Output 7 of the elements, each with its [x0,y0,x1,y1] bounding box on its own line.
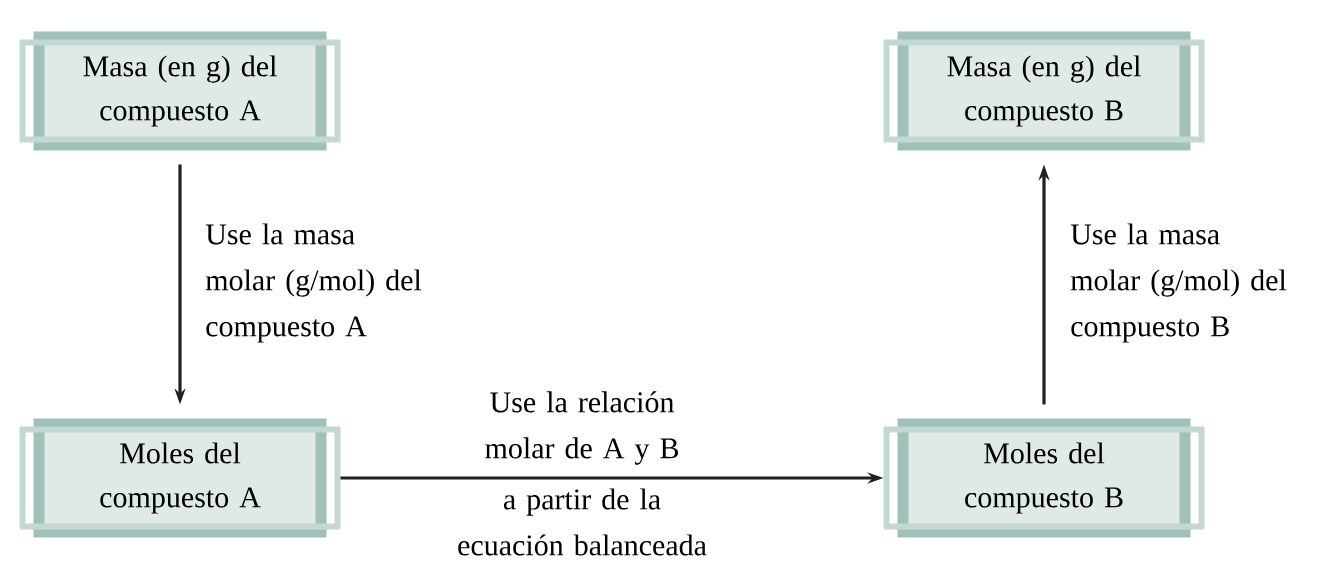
edge-label: Use la masa molar (g/mol) del compuesto A [205,223,422,343]
process-box: Masa (en g) del compuesto B [883,31,1205,151]
process-box: Moles del compuesto A [19,418,341,538]
process-box: Masa (en g) del compuesto A [19,31,341,151]
process-box: Moles del compuesto B [883,418,1205,538]
note-text: a partir de la ecuación balanceada [458,488,707,556]
edge-label: Use la masa molar (g/mol) del compuesto B [1070,223,1287,343]
